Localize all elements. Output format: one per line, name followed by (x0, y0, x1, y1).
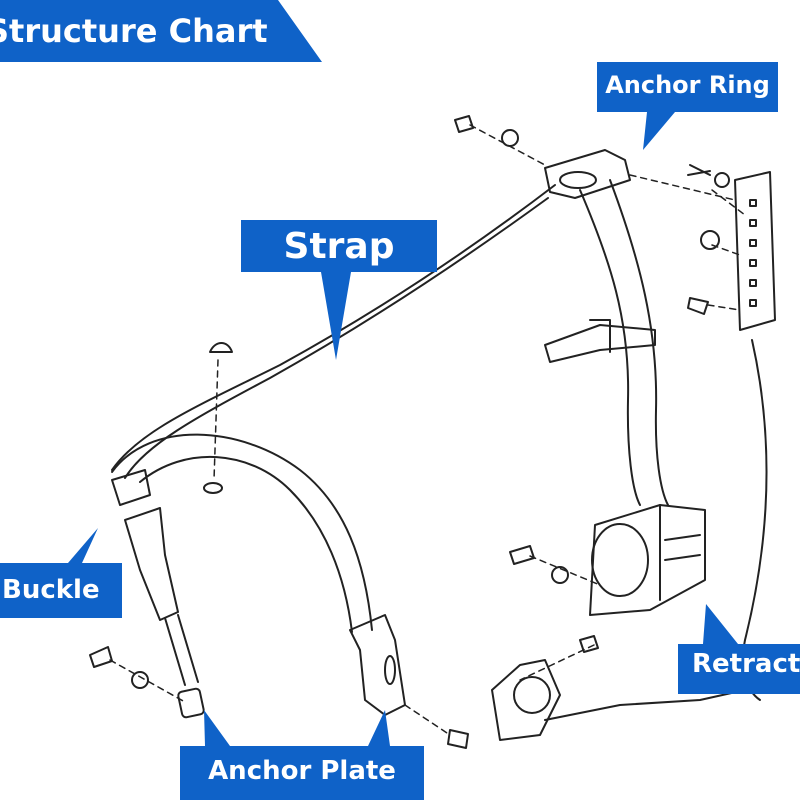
vertical-strap (579, 179, 669, 506)
buckle-callout: Buckle (0, 528, 122, 618)
retractor-callout: Retractor (678, 604, 800, 694)
diagonal-strap (111, 184, 556, 479)
chart-title: Structure Chart (0, 12, 268, 50)
lap-strap (111, 433, 373, 633)
assembly-lines (109, 124, 746, 736)
retractor-part (589, 504, 706, 616)
retractor-label: Retractor (692, 649, 800, 679)
anchor-ring-label: Anchor Ring (605, 71, 770, 99)
buckle-label: Buckle (2, 575, 100, 605)
title-callout: Structure Chart (0, 0, 322, 62)
anchor-ring-callout: Anchor Ring (597, 62, 778, 150)
buckle-part (111, 469, 205, 719)
bolts-and-washers (89, 115, 730, 749)
strap-label: Strap (283, 226, 395, 267)
retractor-bracket (491, 659, 746, 741)
anchor-plate-label: Anchor Plate (208, 756, 396, 786)
anchor-plate-part (349, 614, 406, 716)
pillar-bracket (734, 171, 776, 331)
strap-callout: Strap (241, 220, 437, 360)
seat-mount-bracket (544, 319, 656, 363)
anchor-plate-callout: Anchor Plate (180, 710, 424, 800)
anchor-ring-part (544, 149, 631, 199)
